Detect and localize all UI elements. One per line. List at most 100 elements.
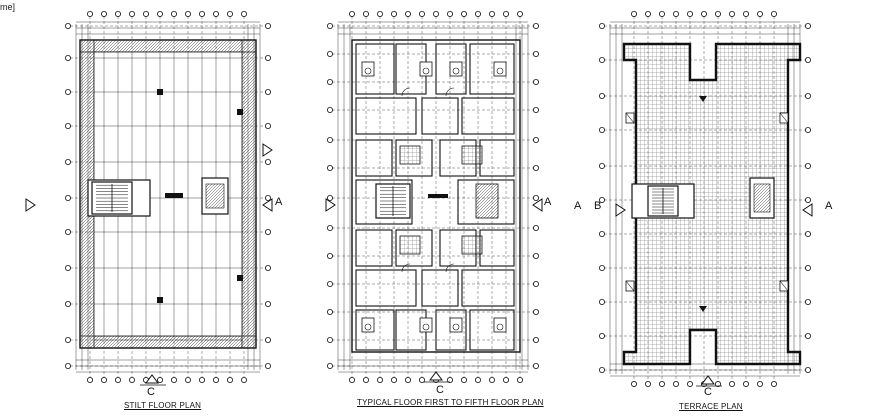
- room: [461, 97, 515, 135]
- grid-bubble: [474, 10, 481, 17]
- grid-bubble: [326, 336, 333, 343]
- grid-bubble: [326, 136, 333, 143]
- grid-bubble: [198, 376, 205, 383]
- kitchen-block: [461, 235, 483, 255]
- grid-bubble: [757, 380, 764, 387]
- room: [469, 43, 515, 95]
- grid-bubble: [701, 10, 708, 17]
- grid-bubble: [533, 136, 540, 143]
- core-beam: [428, 194, 448, 198]
- room: [435, 43, 467, 95]
- grid-bubble: [404, 376, 411, 383]
- grid-bubble: [533, 252, 540, 259]
- grid-bubble: [743, 10, 750, 17]
- slope-arrow: [699, 96, 707, 102]
- grid-bubble: [212, 376, 219, 383]
- column: [237, 109, 243, 115]
- grid-bubble: [142, 10, 149, 17]
- grid-bubble: [264, 228, 271, 235]
- grid-bubble: [805, 22, 812, 29]
- fixture-bowl: [364, 323, 372, 331]
- section-marker-bottom: [145, 374, 159, 384]
- grid-bubble: [805, 230, 812, 237]
- grid-bubble: [326, 224, 333, 231]
- grid-bubble: [128, 376, 135, 383]
- kitchen-block: [399, 235, 421, 255]
- section-marker-left: [325, 198, 336, 212]
- grid-bubble: [226, 376, 233, 383]
- fixture: [493, 317, 507, 333]
- grid-bubble: [326, 194, 333, 201]
- parapet: [622, 42, 802, 366]
- grid-bubble: [533, 362, 540, 369]
- room: [421, 269, 459, 307]
- grid-bubble: [184, 376, 191, 383]
- fixture-bowl: [422, 67, 430, 75]
- grid-bubble: [65, 336, 72, 343]
- grid-bubble: [184, 10, 191, 17]
- kitchen-block: [399, 145, 421, 165]
- grid-bubble: [65, 22, 72, 29]
- grid-bubble: [599, 22, 606, 29]
- column: [157, 297, 163, 303]
- grid-bubble: [240, 376, 247, 383]
- grid-bubble: [264, 22, 271, 29]
- grid-bubble: [212, 10, 219, 17]
- grid-bubble: [65, 194, 72, 201]
- fixture-bowl: [452, 323, 460, 331]
- section-marker-bottom: [429, 371, 443, 381]
- grid-bubble: [264, 362, 271, 369]
- grid-bubble: [326, 107, 333, 114]
- grid-bubble: [805, 127, 812, 134]
- grid-bubble: [805, 298, 812, 305]
- lift-car: [205, 183, 225, 209]
- room: [479, 229, 515, 267]
- wall-top: [79, 39, 257, 53]
- grid-bubble: [533, 107, 540, 114]
- wall-bottom: [79, 335, 257, 349]
- room: [355, 43, 395, 95]
- grid-bubble: [390, 10, 397, 17]
- fixture: [419, 317, 433, 333]
- terrace-section-a-left-label: A: [574, 200, 582, 212]
- grid-bubble: [502, 10, 509, 17]
- grid-bubble: [156, 376, 163, 383]
- grid-bubble: [348, 10, 355, 17]
- grid-bubble: [533, 51, 540, 58]
- fixture-bowl: [496, 323, 504, 331]
- room: [435, 309, 467, 351]
- grid-bubble: [771, 10, 778, 17]
- grid-bubble: [326, 252, 333, 259]
- room: [469, 309, 515, 351]
- grid-bubble: [101, 376, 108, 383]
- grid-bubble: [240, 10, 247, 17]
- grid-bubble: [446, 10, 453, 17]
- outlet-cross: [779, 112, 789, 124]
- grid-bubble: [599, 230, 606, 237]
- lift-shaft: [475, 183, 499, 219]
- grid-bubble: [87, 376, 94, 383]
- room: [355, 97, 417, 135]
- room: [395, 139, 433, 177]
- grid-bubble: [599, 332, 606, 339]
- grid-bubble: [101, 10, 108, 17]
- door-swing: [401, 263, 411, 273]
- grid-bubble: [376, 10, 383, 17]
- typical-floor-plan: [325, 10, 543, 383]
- grid-bubble: [729, 10, 736, 17]
- grid-bubble: [65, 300, 72, 307]
- grid-bubble: [517, 10, 524, 17]
- grid-bubble: [599, 298, 606, 305]
- grid-bubble: [599, 366, 606, 373]
- grid-bubble: [65, 55, 72, 62]
- fixture-bowl: [364, 67, 372, 75]
- outlet-cross: [625, 112, 635, 124]
- grid-bubble: [65, 264, 72, 271]
- grid-bubble: [757, 10, 764, 17]
- grid-bubble: [326, 79, 333, 86]
- grid-bubble: [805, 196, 812, 203]
- slope-arrow: [699, 306, 707, 312]
- terrace-section-b-label: B: [594, 200, 602, 212]
- grid-bubble: [65, 158, 72, 165]
- room: [395, 229, 433, 267]
